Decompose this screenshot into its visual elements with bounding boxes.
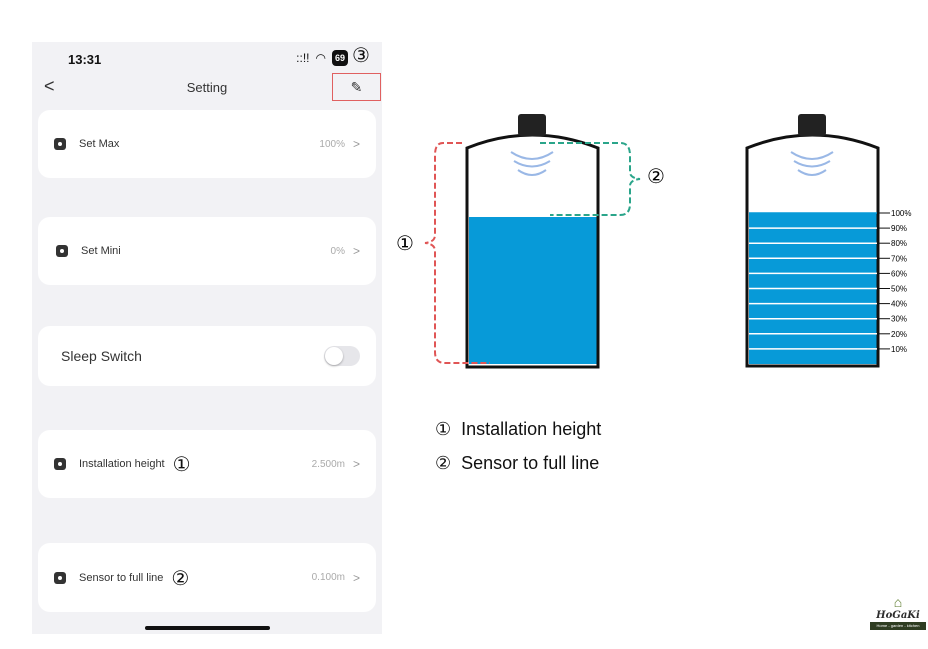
- page-title: Setting: [186, 80, 228, 95]
- scale-label: 90%: [891, 224, 907, 233]
- installation-height-row[interactable]: Installation height ① 2.500m >: [38, 430, 376, 498]
- set-mini-row[interactable]: Set Mini 0% >: [38, 217, 376, 285]
- chevron-right-icon: >: [352, 457, 360, 471]
- settings-icon: [54, 571, 66, 584]
- pencil-icon: ✎: [350, 78, 363, 95]
- settings-icon: [56, 245, 68, 257]
- scale-label: 100%: [891, 209, 911, 218]
- phone-screen: 13:31 ::!! ◠ 69 ③ < Setting ✎ Set Max 10…: [32, 42, 382, 634]
- row-label: Sleep Switch: [61, 348, 142, 364]
- scale-label: 80%: [891, 239, 907, 248]
- scale-label: 10%: [891, 345, 907, 354]
- settings-icon: [54, 458, 66, 470]
- signal-waves-icon: [790, 151, 834, 176]
- chevron-right-icon: >: [352, 244, 360, 258]
- scale-label: 50%: [891, 285, 907, 294]
- scale-label: 20%: [891, 330, 907, 339]
- water-fill: [469, 217, 597, 364]
- sleep-switch-toggle[interactable]: [324, 346, 360, 366]
- status-time: 13:31: [68, 52, 102, 67]
- row-label: Set Mini: [81, 245, 121, 257]
- row-label: Set Max: [79, 138, 120, 150]
- scale-label: 60%: [891, 269, 907, 278]
- row-label: Sensor to full line: [79, 571, 164, 584]
- row-value: 0%: [330, 245, 345, 257]
- row-value: 2.500m: [311, 458, 345, 470]
- marker-1: ①: [172, 452, 191, 476]
- home-indicator[interactable]: [145, 626, 270, 630]
- status-bar: ::!! ◠ 69: [296, 50, 348, 66]
- edit-button[interactable]: ✎: [332, 73, 381, 101]
- hogaki-logo: ⌂ HoGaKi Home - garden - kitchen: [870, 594, 926, 630]
- right-tank: 100% 90% 80% 70% 60% 50% 40% 30% 20% 10%: [745, 114, 911, 368]
- row-value: 0.100m: [311, 572, 345, 583]
- set-max-row[interactable]: Set Max 100% >: [38, 110, 376, 178]
- signal-waves-icon: [510, 151, 554, 176]
- sensor-full-line-row[interactable]: Sensor to full line ② 0.100m >: [38, 543, 376, 612]
- scale-label: 40%: [891, 300, 907, 309]
- left-tank: ① ②: [396, 114, 665, 369]
- signal-icon: ::!!: [296, 51, 310, 65]
- chevron-right-icon: >: [352, 570, 360, 585]
- sensor-icon: [798, 114, 826, 136]
- settings-icon: [54, 138, 66, 150]
- row-label: Installation height: [79, 458, 165, 470]
- installation-height-bracket: [424, 142, 490, 364]
- house-leaf-icon: ⌂: [893, 594, 903, 610]
- wifi-icon: ◠: [315, 51, 326, 65]
- back-button[interactable]: <: [44, 76, 55, 96]
- marker-3: ③: [352, 43, 370, 67]
- marker-1: ①: [396, 231, 414, 255]
- chevron-right-icon: >: [352, 137, 360, 151]
- marker-2: ②: [171, 565, 190, 590]
- sleep-switch-row: Sleep Switch: [38, 326, 376, 386]
- sensor-icon: [518, 114, 546, 136]
- scale-label: 70%: [891, 254, 907, 263]
- row-value: 100%: [319, 138, 345, 150]
- battery-icon: 69: [331, 50, 348, 66]
- marker-2: ②: [647, 164, 665, 188]
- sensor-to-full-bracket: [540, 142, 641, 216]
- scale-label: 30%: [891, 315, 907, 324]
